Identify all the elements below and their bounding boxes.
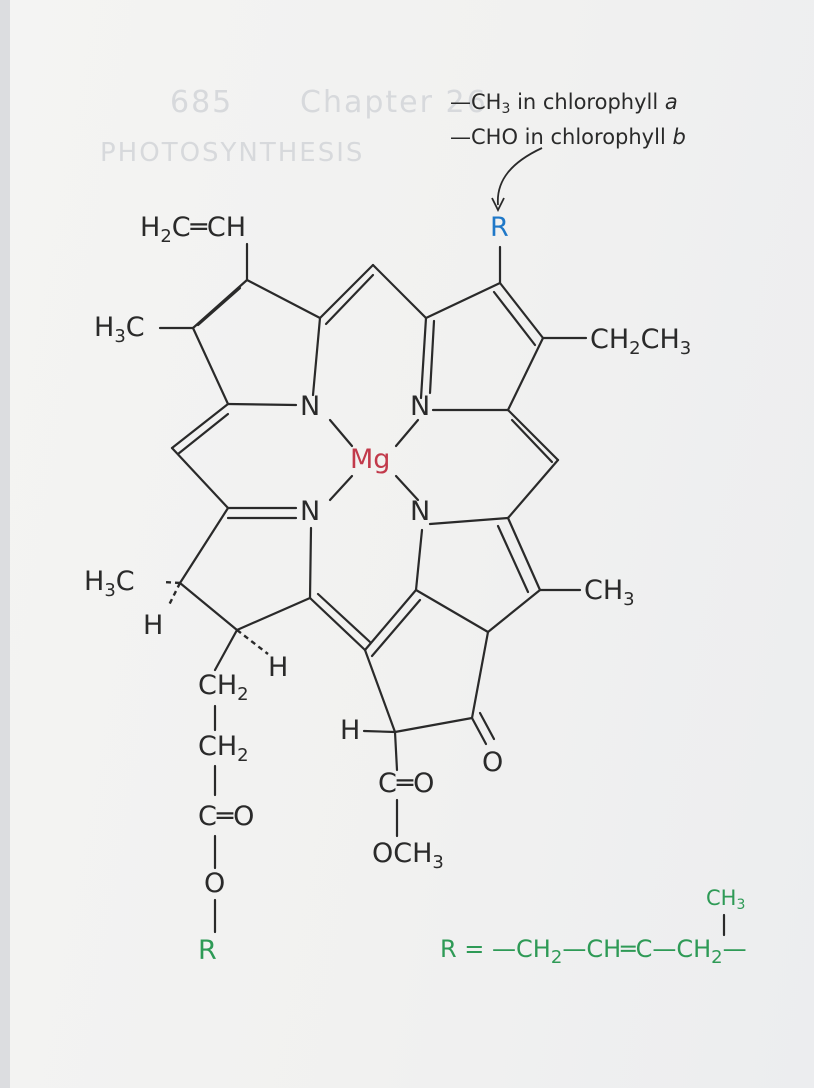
ethyl-group: CH2CH3 [590, 324, 692, 359]
r-group-top: R [490, 212, 509, 243]
ester-carbonyl: C═O [198, 801, 255, 832]
ester-oxygen: O [204, 868, 226, 899]
methyl-top-left: H3C [94, 312, 145, 347]
phytyl-formula: R = —CH2—CH═C—CH2— [440, 935, 747, 968]
methoxycarbonyl-carbon: C═O [378, 768, 435, 799]
annotation-chlorophyll-b: —CHO in chlorophyll b [450, 125, 686, 149]
methylene-2: CH2 [198, 731, 249, 766]
methoxy-group: OCH3 [372, 838, 444, 873]
nitrogen-top-left: N [300, 391, 321, 422]
keto-oxygen: O [482, 747, 504, 778]
methyl-right: CH3 [584, 575, 635, 610]
hydrogen-left: H [143, 610, 164, 641]
methyl-lower-left: H3C [84, 566, 135, 601]
nitrogen-top-right: N [410, 391, 431, 422]
bleed-through-header: Chapter 26 [300, 85, 488, 120]
hydrogen-ring: H [340, 715, 361, 746]
magnesium-atom: Mg [350, 444, 391, 475]
bleed-through-page-number: 685 [170, 85, 234, 120]
nitrogen-bottom-left: N [300, 496, 321, 527]
phytyl-branch-methyl: CH3 [706, 886, 746, 913]
r-group-bottom: R [198, 935, 217, 966]
nitrogen-bottom-right: N [410, 496, 431, 527]
methylene-1: CH2 [198, 670, 249, 705]
hydrogen-right: H [268, 652, 289, 683]
annotation-chlorophyll-a: —CH3 in chlorophyll a [450, 90, 678, 117]
bleed-through-section: PHOTOSYNTHESIS [100, 138, 365, 168]
vinyl-group: H2C═CH [140, 212, 247, 247]
